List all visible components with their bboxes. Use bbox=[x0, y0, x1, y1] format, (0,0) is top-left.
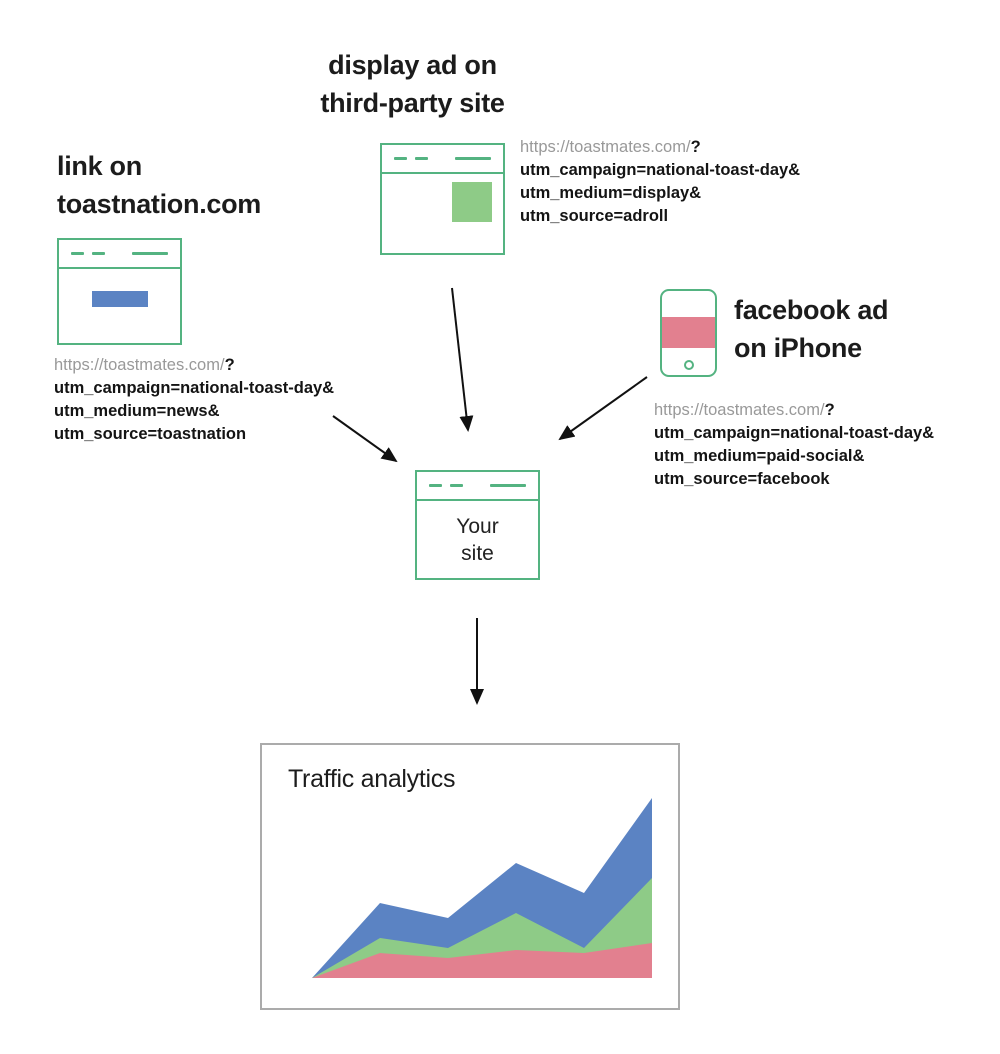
traffic-chart bbox=[312, 798, 652, 978]
toastnation-label: link on toastnation.com bbox=[57, 147, 261, 223]
url-prefix: https://toastmates.com/ bbox=[654, 401, 825, 419]
utm-campaign-param: utm_campaign=national-toast-day& bbox=[654, 424, 935, 442]
toastnation-label-line2: toastnation.com bbox=[57, 189, 262, 219]
display-ad-label-line1: display ad on bbox=[328, 50, 497, 80]
utm-medium-param: utm_medium=news& bbox=[54, 402, 220, 420]
your-site-label-line1: Your bbox=[456, 515, 499, 538]
titlebar-dash-icon bbox=[429, 484, 442, 487]
arrow-display-to-site bbox=[451, 287, 474, 432]
titlebar-line-icon bbox=[490, 484, 526, 487]
titlebar-dash-icon bbox=[394, 157, 407, 160]
browser-titlebar bbox=[417, 472, 538, 501]
titlebar-dash-icon bbox=[92, 252, 105, 255]
display-ad-label: display ad on third-party site bbox=[280, 46, 545, 122]
browser-body: Your site bbox=[417, 501, 538, 578]
chart-area-top-blue bbox=[312, 798, 652, 978]
facebook-ad-label-line1: facebook ad bbox=[734, 295, 889, 325]
your-site-browser-icon: Your site bbox=[415, 470, 540, 580]
utm-campaign-param: utm_campaign=national-toast-day& bbox=[54, 379, 335, 397]
your-site-label-line2: site bbox=[461, 542, 494, 565]
browser-body bbox=[382, 174, 503, 253]
traffic-analytics-panel: Traffic analytics bbox=[260, 743, 680, 1010]
url-line-base: https://toastmates.com/? bbox=[520, 136, 860, 159]
titlebar-line-icon bbox=[132, 252, 168, 255]
utm-source-param: utm_source=facebook bbox=[654, 470, 830, 488]
titlebar-line-icon bbox=[455, 157, 491, 160]
link-rect-icon bbox=[92, 291, 148, 307]
display-ad-rect-icon bbox=[452, 182, 492, 222]
utm-campaign-param: utm_campaign=national-toast-day& bbox=[520, 161, 801, 179]
facebook-ad-band-icon bbox=[662, 317, 715, 348]
toastnation-label-line1: link on bbox=[57, 151, 142, 181]
facebook-ad-url: https://toastmates.com/? utm_campaign=na… bbox=[654, 399, 994, 491]
toastnation-url: https://toastmates.com/? utm_campaign=na… bbox=[54, 354, 394, 446]
utm-source-param: utm_source=adroll bbox=[520, 207, 669, 225]
url-prefix: https://toastmates.com/ bbox=[520, 138, 691, 156]
url-line-base: https://toastmates.com/? bbox=[654, 399, 994, 422]
chart-area-bottom-pink bbox=[312, 943, 652, 978]
display-ad-label-line2: third-party site bbox=[320, 88, 505, 118]
display-ad-url: https://toastmates.com/? utm_campaign=na… bbox=[520, 136, 860, 228]
titlebar-dash-icon bbox=[71, 252, 84, 255]
arrow-facebook-to-site bbox=[558, 376, 648, 441]
utm-medium-param: utm_medium=paid-social& bbox=[654, 447, 865, 465]
utm-source-param: utm_source=toastnation bbox=[54, 425, 247, 443]
url-query-mark: ? bbox=[690, 138, 701, 156]
url-prefix: https://toastmates.com/ bbox=[54, 356, 225, 374]
browser-titlebar bbox=[382, 145, 503, 174]
your-site-label: Your site bbox=[417, 513, 538, 567]
browser-titlebar bbox=[59, 240, 180, 269]
iphone-icon bbox=[660, 289, 717, 377]
browser-body bbox=[59, 269, 180, 343]
traffic-analytics-title: Traffic analytics bbox=[288, 765, 456, 793]
url-query-mark: ? bbox=[224, 356, 235, 374]
titlebar-dash-icon bbox=[450, 484, 463, 487]
utm-medium-param: utm_medium=display& bbox=[520, 184, 702, 202]
display-ad-browser-icon bbox=[380, 143, 505, 255]
titlebar-dash-icon bbox=[415, 157, 428, 160]
facebook-ad-label: facebook ad on iPhone bbox=[734, 291, 889, 367]
home-button-icon bbox=[683, 360, 694, 370]
facebook-ad-label-line2: on iPhone bbox=[734, 333, 862, 363]
url-line-base: https://toastmates.com/? bbox=[54, 354, 394, 377]
url-query-mark: ? bbox=[824, 401, 835, 419]
toastnation-browser-icon bbox=[57, 238, 182, 345]
